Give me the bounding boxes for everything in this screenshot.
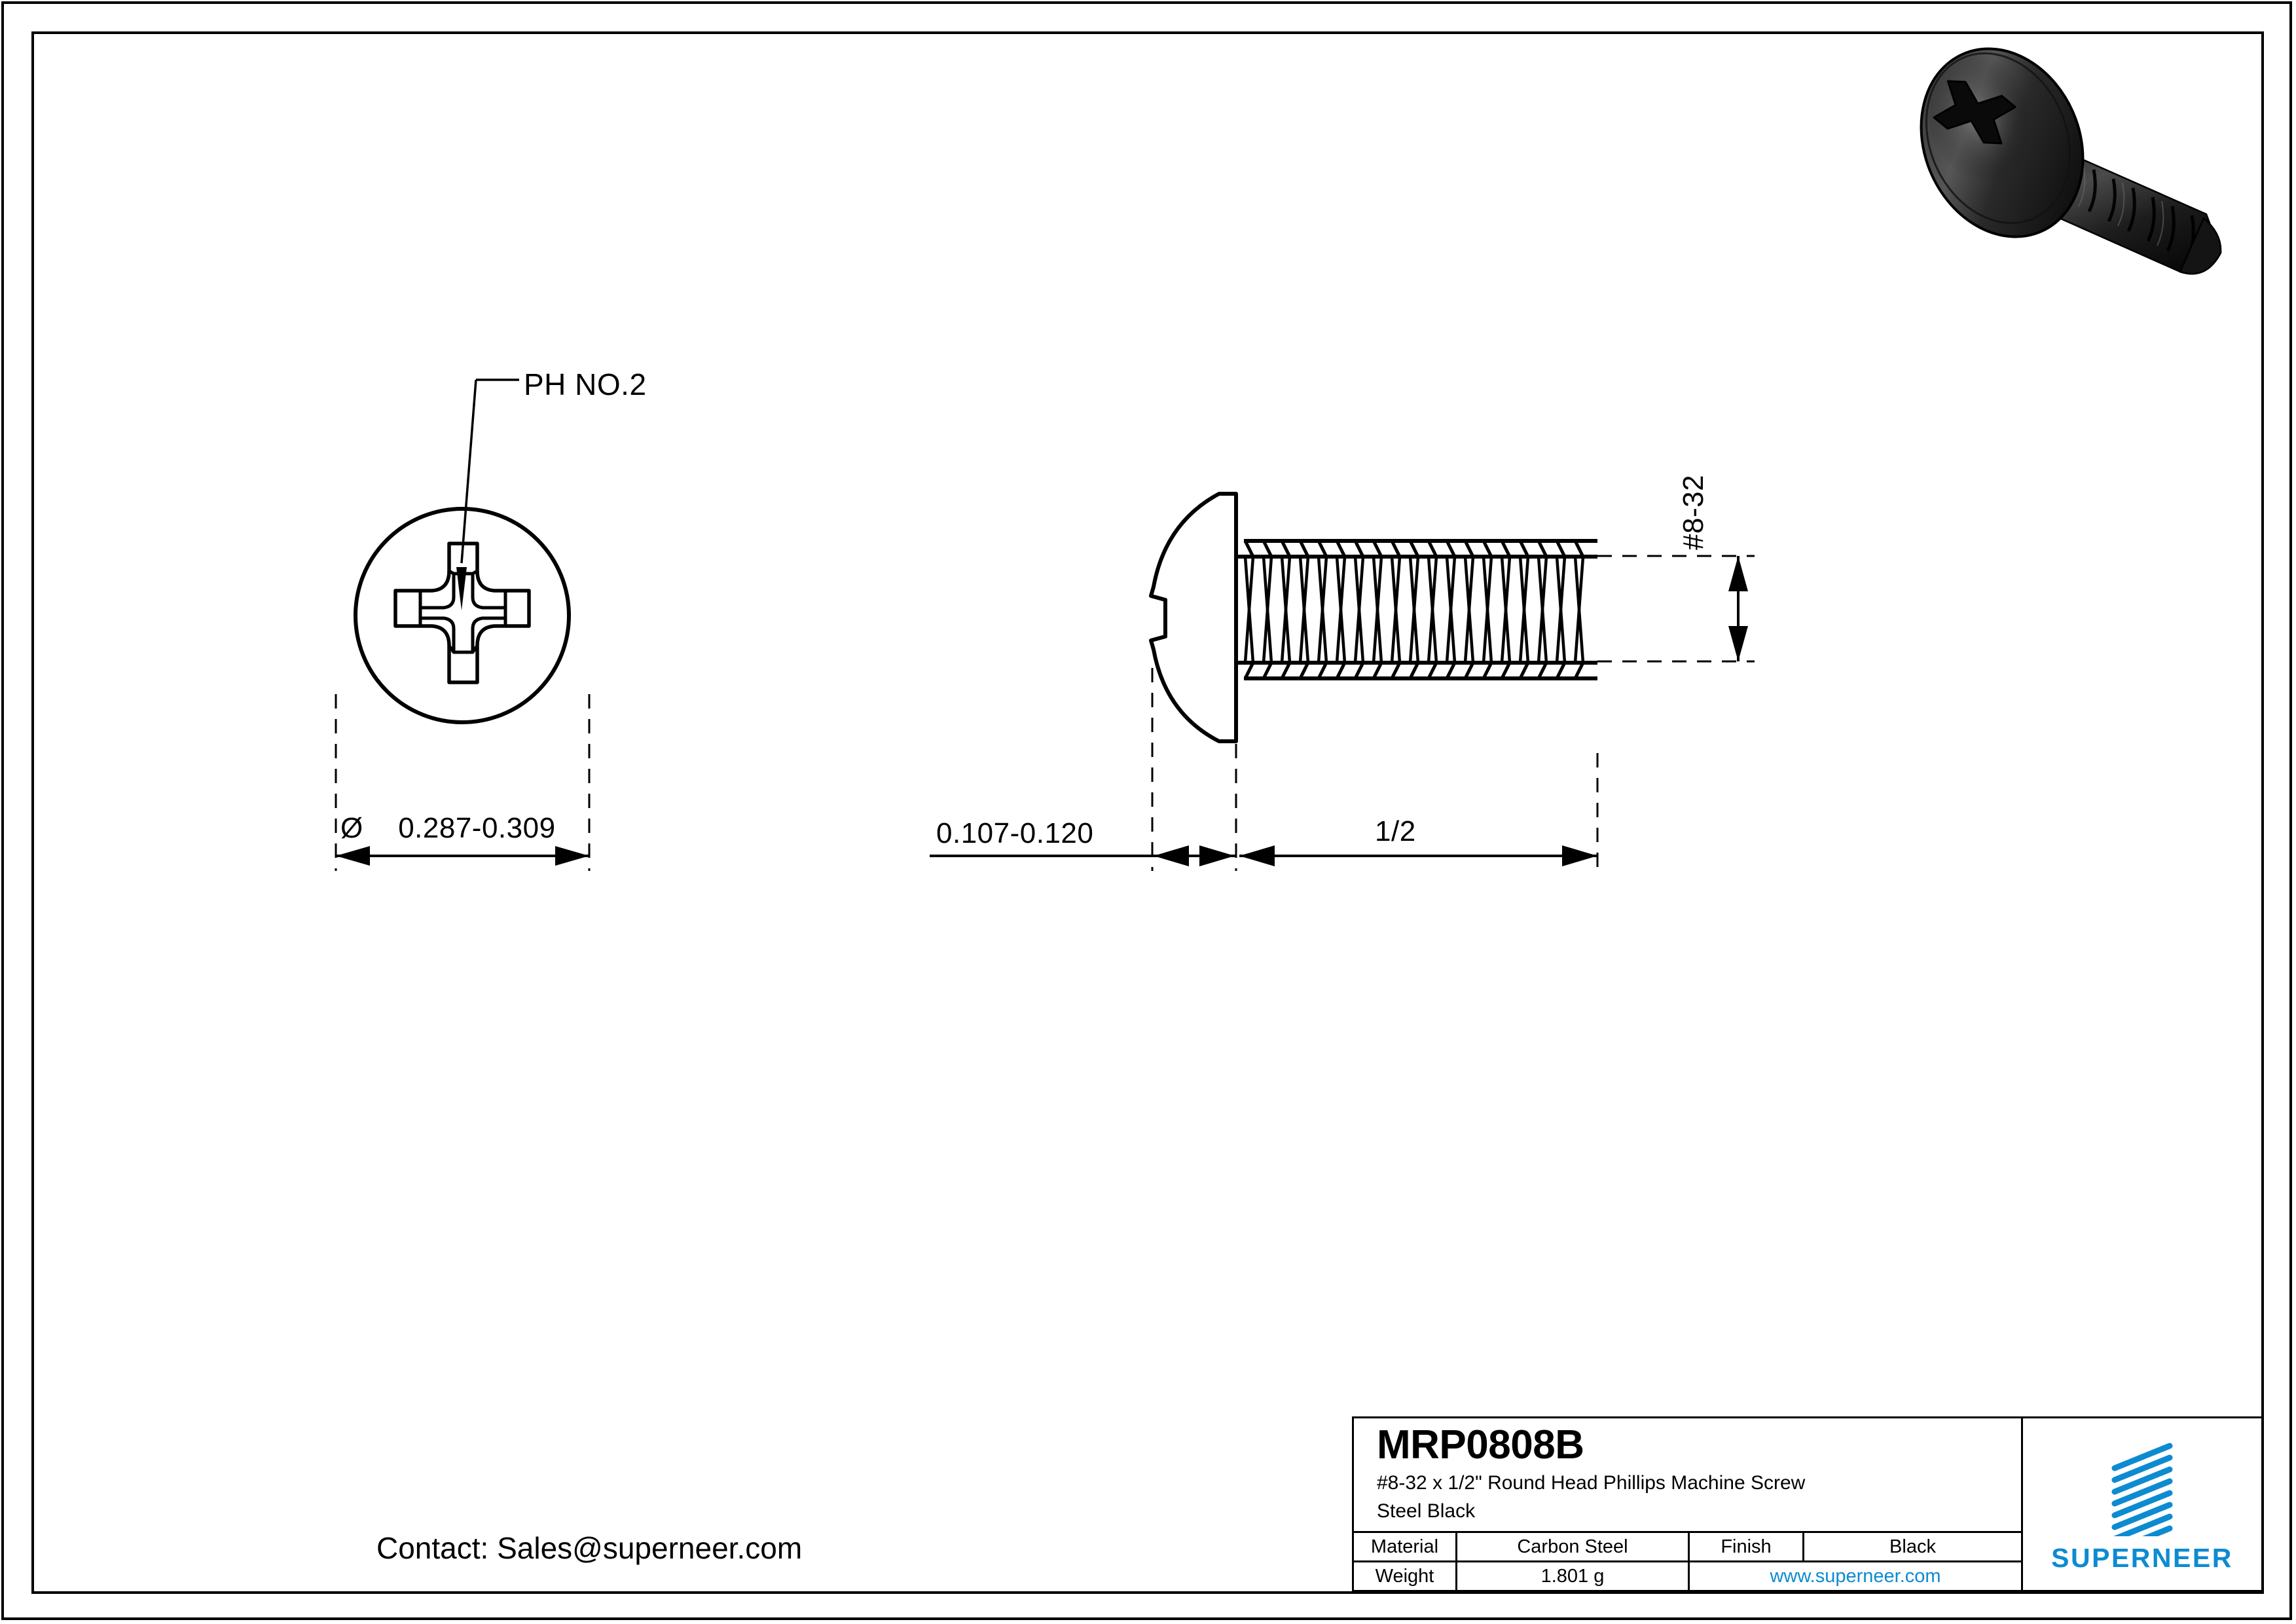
- diameter-value: 0.287-0.309: [398, 812, 556, 844]
- side-view-extension-lines: [1151, 668, 1599, 871]
- head-outline-circle: [354, 507, 571, 724]
- website-link[interactable]: www.superneer.com: [1688, 1562, 2021, 1590]
- material-label: Material: [1370, 1536, 1439, 1557]
- phillips-recess-inner: [418, 569, 507, 654]
- side-view: [1139, 485, 1597, 760]
- thread-size-dimension: [1597, 555, 1755, 663]
- head-height-dimension: [930, 845, 1236, 866]
- head-height-label: 0.107-0.120: [936, 817, 1094, 849]
- finish-value: Black: [1802, 1533, 2021, 1560]
- front-view-svg: [354, 507, 571, 724]
- diameter-dimension-label: Ø 0.287-0.309: [340, 812, 556, 845]
- finish-label: Finish: [1688, 1533, 1802, 1560]
- contact-text: Contact: Sales@superneer.com: [376, 1531, 803, 1565]
- part-number: MRP0808B: [1377, 1422, 1584, 1467]
- title-block: MRP0808B #8-32 x 1/2" Round Head Phillip…: [1352, 1416, 2263, 1592]
- screw-3d-head: [1920, 47, 2085, 238]
- weight-label: Weight: [1375, 1565, 1434, 1587]
- thread-spec-label: #8-32: [1677, 474, 1709, 550]
- length-dimension: [1239, 845, 1597, 866]
- length-label: 1/2: [1375, 815, 1416, 847]
- table-row-weight: Weight 1.801 g www.superneer.com: [1354, 1560, 2021, 1590]
- ph-callout-leader: [456, 378, 519, 610]
- side-view-svg: [1149, 492, 1597, 743]
- table-row-material: Material Carbon Steel Finish Black: [1354, 1533, 2021, 1560]
- part-description-line-1: #8-32 x 1/2" Round Head Phillips Machine…: [1377, 1471, 1806, 1494]
- brand-logo-cell: SUPERNEER: [2021, 1416, 2263, 1592]
- material-value: Carbon Steel: [1455, 1533, 1688, 1560]
- part-description-line-2: Steel Black: [1377, 1500, 1476, 1522]
- front-view: [327, 478, 602, 753]
- brand-wordmark: SUPERNEER: [2051, 1542, 2233, 1573]
- diameter-dimension: [335, 694, 591, 871]
- screw-3d-render: [1899, 29, 2265, 291]
- ph-callout-label: PH NO.2: [524, 367, 647, 401]
- title-block-info: MRP0808B #8-32 x 1/2" Round Head Phillip…: [1352, 1416, 2021, 1592]
- screw-head-profile: [1149, 492, 1238, 743]
- screw-3d-svg: [1920, 47, 2222, 275]
- weight-value: 1.801 g: [1455, 1562, 1688, 1590]
- title-block-description: MRP0808B #8-32 x 1/2" Round Head Phillip…: [1354, 1418, 2021, 1533]
- diameter-symbol: Ø: [340, 812, 363, 844]
- thread-helix-lines-back: [1243, 556, 1585, 663]
- title-block-table: Material Carbon Steel Finish Black Weigh…: [1354, 1533, 2021, 1590]
- sheet-border-inner: [31, 31, 2264, 1594]
- phillips-recess-3d: [1933, 80, 2016, 145]
- superneer-logo-icon: [2111, 1443, 2173, 1536]
